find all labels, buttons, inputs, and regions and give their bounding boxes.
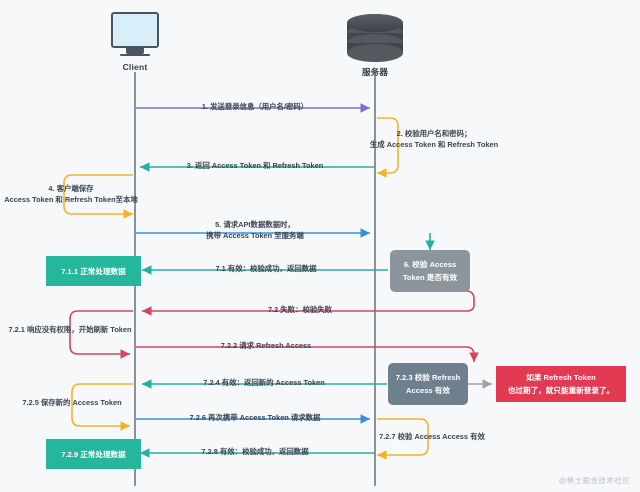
msg-label-m5: 5. 请求API数据数据时， 携带 Access Token 至服务端 <box>206 219 304 241</box>
msg-label-m4: 4. 客户端保存 Access Token 和 Refresh Token至本地 <box>4 183 138 205</box>
note-line1: 如果 Refresh Token <box>526 373 596 382</box>
actor-label-client: Client <box>122 62 148 72</box>
msg-label-m724: 7.2.4 有效：返回新的 Access Token <box>203 378 325 387</box>
selfloop-m4 <box>63 174 133 219</box>
box-7-1-1[interactable]: 7.1.1 正常处理数据 <box>46 256 141 286</box>
arrow-m722 <box>136 346 479 362</box>
msg-label-m71: 7.1 有效：校验成功，返回数据 <box>215 264 317 273</box>
box-6-line2: Token 是否有效 <box>402 273 458 282</box>
msg-label-m2-line2: 生成 Access Token 和 Refresh Token <box>369 140 499 149</box>
box-7-2-9[interactable]: 7.2.9 正常处理数据 <box>46 439 141 469</box>
msg-label-m4-line1: 4. 客户端保存 <box>48 184 94 193</box>
selfloop-m2 <box>377 117 399 178</box>
note-refresh-token-expired[interactable]: 如果 Refresh Token 也过期了，就只能重新登录了。 <box>496 366 626 402</box>
box-6-verify-access-token[interactable]: 6. 校验 Access Token 是否有效 <box>390 250 470 292</box>
watermark: @稀土掘金技术社区 <box>558 476 630 485</box>
msg-label-m5-line1: 5. 请求API数据数据时， <box>215 220 295 229</box>
actor-label-server: 服务器 <box>361 67 389 77</box>
arrow-m72 <box>142 290 475 316</box>
msg-label-m72: 7.2 失败：校验失败 <box>267 305 333 314</box>
box-6-line1: 6. 校验 Access <box>403 260 457 269</box>
msg-label-m4-line2: Access Token 和 Refresh Token至本地 <box>4 195 138 204</box>
actor-server: 服务器 <box>330 12 420 78</box>
monitor-upload-icon <box>111 12 159 56</box>
msg-label-m721: 7.2.1 响应没有权限，开始刷新 Token <box>8 325 132 334</box>
msg-label-m727: 7.2.7 校验 Access Access 有效 <box>379 432 485 441</box>
msg-label-m728: 7.2.8 有效：校验成功，返回数据 <box>201 447 309 456</box>
database-icon <box>347 14 403 62</box>
box-7-2-3-verify-refresh[interactable]: 7.2.3 校验 Refresh Access 有效 <box>388 363 468 405</box>
msg-label-m3: 3. 返回 Access Token 和 Refresh Token <box>186 161 324 170</box>
msg-label-m725: 7.2.5 保存新的 Access Token <box>22 398 122 407</box>
monitor-stand <box>126 48 144 54</box>
monitor-base <box>120 53 150 56</box>
msg-label-m5-line2: 携带 Access Token 至服务端 <box>206 231 304 240</box>
note-line2: 也过期了，就只能重新登录了。 <box>507 386 615 395</box>
selfloop-m725 <box>71 383 133 431</box>
database-icon-slot <box>330 12 420 62</box>
msg-label-m2-line1: 2. 校验用户名和密码； <box>396 129 472 138</box>
msg-label-m726: 7.2.6 再次携带 Access Token 请求数据 <box>189 413 321 422</box>
msg-label-m1: 1. 发送登录信息（用户名/密码） <box>201 102 309 111</box>
box-723-line1: 7.2.3 校验 Refresh <box>395 373 461 382</box>
actor-client: Client <box>90 12 180 72</box>
msg-label-m722: 7.2.2 请求 Refresh Access <box>220 341 312 350</box>
selfloop-m721 <box>69 310 133 359</box>
msg-label-m2: 2. 校验用户名和密码； 生成 Access Token 和 Refresh T… <box>370 128 498 150</box>
selfloop-m727 <box>377 418 429 460</box>
box-723-line2: Access 有效 <box>406 386 450 395</box>
